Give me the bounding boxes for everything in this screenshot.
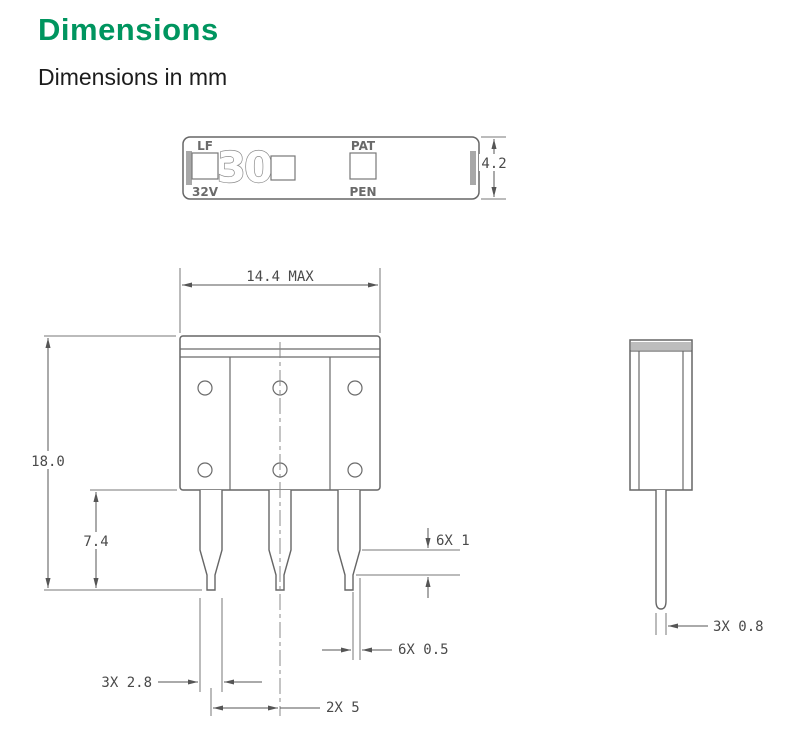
marking-lf: LF [197, 139, 213, 153]
marking-pat: PAT [351, 139, 376, 153]
dim-pin-width: 3X 0.8 [655, 613, 764, 635]
fuse-top-left-terminal-edge [186, 151, 192, 185]
page-title: Dimensions [38, 12, 219, 47]
dim-terminal-thickness: 6X 1 [356, 528, 470, 598]
fuse-side-view [629, 339, 693, 610]
terminal-blade-left [199, 490, 223, 591]
fuse-top-right-terminal-edge [470, 151, 476, 185]
dim-terminal-width: 3X 2.8 [101, 598, 262, 692]
rivet-hole [197, 380, 213, 396]
terminal-pin-side [655, 490, 667, 610]
fuse-side-cap [631, 342, 691, 350]
dim-label-tip-inset: 6X 0.5 [398, 642, 449, 658]
dim-tip-inset: 6X 0.5 [322, 578, 449, 660]
dim-label-pin-width: 3X 0.8 [713, 619, 764, 635]
page-subtitle: Dimensions in mm [38, 64, 228, 90]
dim-label-terminal-length: 7.4 [83, 534, 108, 550]
dim-overall-height: 18.0 [26, 335, 202, 591]
dim-label-terminal-width: 3X 2.8 [101, 675, 152, 691]
dim-label-terminal-pitch: 2X 5 [326, 700, 360, 716]
fuse-top-center-window [270, 155, 296, 181]
fuse-top-right-window [349, 152, 377, 180]
dim-label-body-height: 4.2 [481, 156, 506, 172]
marking-voltage: 32V [192, 185, 219, 199]
marking-pen: PEN [349, 185, 376, 199]
fuse-side-body [629, 339, 693, 491]
rivet-hole [347, 380, 363, 396]
rivet-hole [347, 462, 363, 478]
dim-label-body-width: 14.4 MAX [246, 269, 314, 285]
marking-amp-rating: 30 [217, 143, 272, 192]
fuse-front-view [179, 335, 381, 716]
terminal-blade-right [337, 490, 361, 591]
rivet-hole [197, 462, 213, 478]
dim-label-terminal-thickness: 6X 1 [436, 533, 470, 549]
dim-body-width: 14.4 MAX [179, 268, 381, 333]
dim-label-overall-height: 18.0 [31, 454, 65, 470]
dim-terminal-pitch: 2X 5 [210, 688, 360, 716]
dim-terminal-length: 7.4 [78, 489, 177, 588]
fuse-top-view: LF 32V 30 PAT PEN [182, 136, 480, 200]
fuse-top-left-window [191, 152, 219, 180]
dim-body-height: 4.2 [479, 136, 510, 200]
